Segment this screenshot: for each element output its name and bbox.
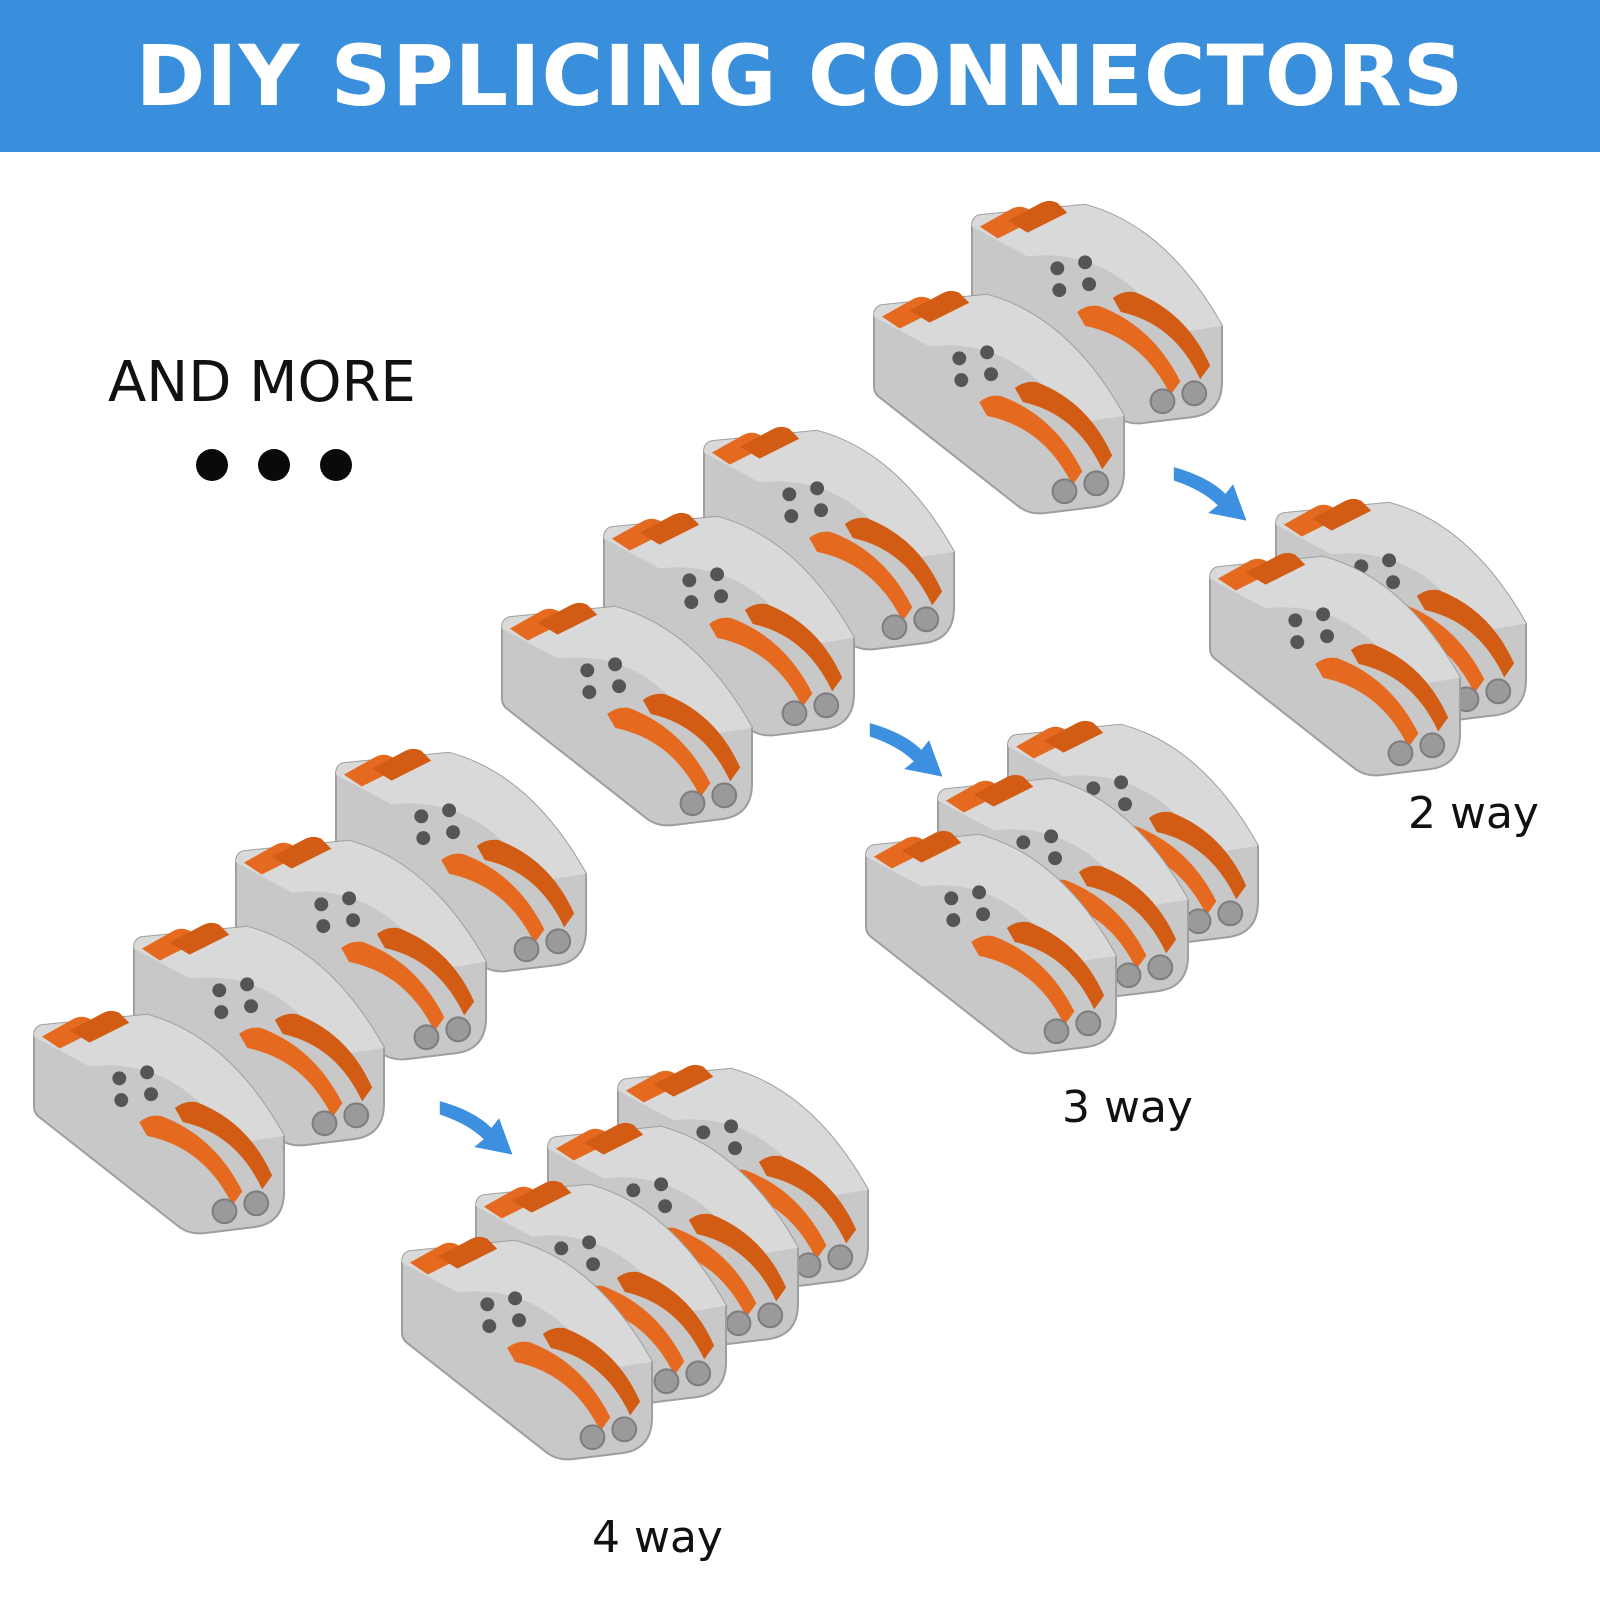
arrow-icon (869, 723, 943, 777)
arrow-icon (1173, 467, 1247, 521)
label-3-way: 3 way (1062, 1082, 1193, 1133)
and-more-text: AND MORE (108, 350, 416, 415)
dot-icon (258, 449, 290, 481)
dot-icon (320, 449, 352, 481)
label-4-way: 4 way (592, 1512, 723, 1563)
label-2-way: 2 way (1408, 788, 1539, 839)
title-banner: DIY SPLICING CONNECTORS (0, 0, 1600, 152)
dot-icon (196, 449, 228, 481)
banner-title: DIY SPLICING CONNECTORS (135, 27, 1465, 125)
arrow-icon (439, 1101, 513, 1155)
